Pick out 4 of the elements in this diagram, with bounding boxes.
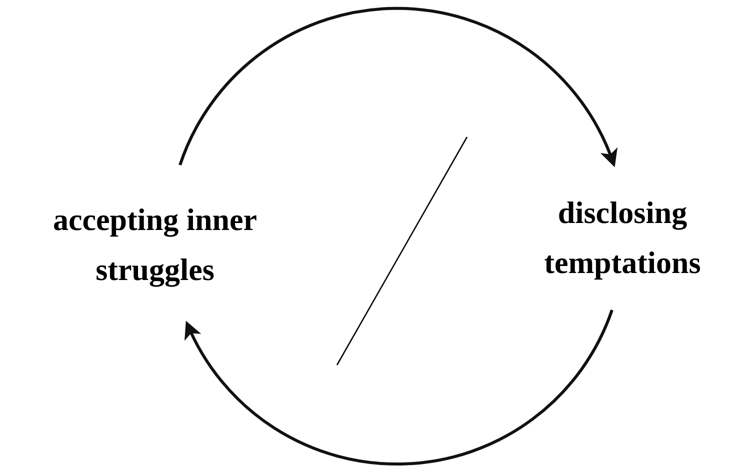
cycle-arrow (178, 7, 616, 168)
node-label: accepting inner struggles (52, 201, 258, 289)
node-label: disclosing temptations (543, 194, 702, 282)
cycle-arrow (186, 309, 614, 466)
